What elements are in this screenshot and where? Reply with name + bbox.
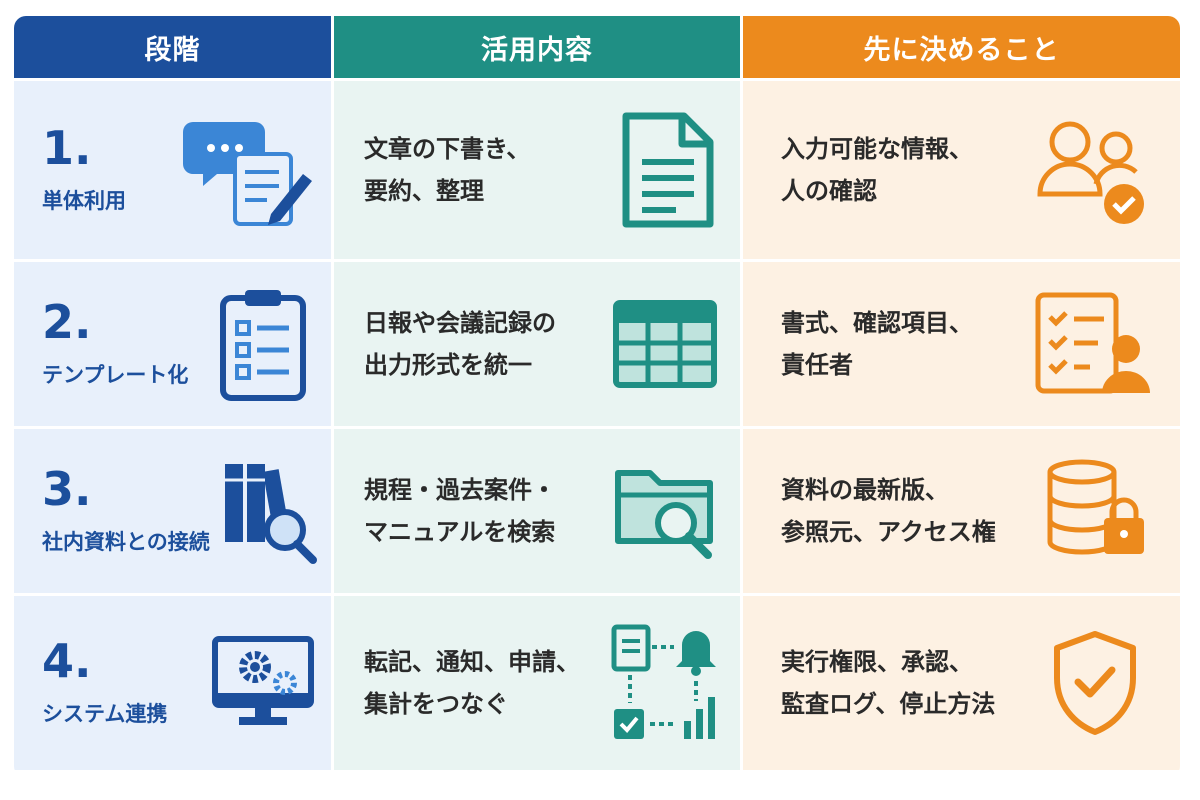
folder-search-icon [612, 459, 718, 563]
header-decide: 先に決めること [743, 16, 1180, 78]
stage-cell-4: 4. システム連携 [14, 596, 331, 770]
decide-line-1: 入力可能な情報、 [781, 135, 973, 163]
database-lock-icon [1042, 456, 1152, 566]
workflow-icon [610, 621, 722, 745]
content-line-2: 出力形式を統一 [364, 351, 532, 379]
stage-number: 3. [42, 462, 92, 516]
decide-line-2: 監査ログ、停止方法 [781, 690, 996, 718]
content-line-1: 転記、通知、申請、 [364, 648, 580, 676]
monitor-gears-icon [211, 635, 315, 731]
decide-cell-3: 資料の最新版、 参照元、アクセス権 [743, 429, 1180, 593]
decide-line-2: 責任者 [781, 351, 853, 379]
content-cell-3: 規程・過去案件・ マニュアルを検索 [334, 429, 740, 593]
checklist-person-icon [1032, 289, 1152, 399]
stage-name: 社内資料との接続 [42, 530, 210, 554]
stage-cell-2: 2. テンプレート化 [14, 262, 331, 426]
header-stage: 段階 [14, 16, 331, 78]
decide-line-1: 資料の最新版、 [781, 476, 949, 504]
clipboard-checklist-icon [213, 284, 313, 404]
decide-line-2: 人の確認 [781, 177, 877, 205]
shield-check-icon [1050, 628, 1140, 738]
document-icon [618, 110, 718, 230]
decide-cell-1: 入力可能な情報、 人の確認 [743, 81, 1180, 259]
stage-number: 1. [42, 121, 92, 175]
stages-table: 段階 活用内容 先に決めること 1. 単体利用 文章の下書き、 要約、整理 [14, 16, 1180, 778]
chat-document-pencil-icon [183, 110, 313, 230]
stage-name: 単体利用 [42, 189, 126, 213]
decide-line-2: 参照元、アクセス権 [781, 518, 996, 546]
stage-number: 2. [42, 295, 92, 349]
stage-cell-3: 3. 社内資料との接続 [14, 429, 331, 593]
decide-line-1: 書式、確認項目、 [781, 309, 973, 337]
table-icon [612, 299, 718, 389]
header-content: 活用内容 [334, 16, 740, 78]
decide-line-1: 実行権限、承認、 [781, 648, 973, 676]
stage-name: システム連携 [42, 702, 168, 726]
content-line-2: マニュアルを検索 [364, 518, 556, 546]
stage-number: 4. [42, 634, 92, 688]
decide-cell-2: 書式、確認項目、 責任者 [743, 262, 1180, 426]
content-line-1: 規程・過去案件・ [364, 476, 556, 504]
content-line-2: 集計をつなぐ [364, 690, 508, 718]
content-cell-2: 日報や会議記録の 出力形式を統一 [334, 262, 740, 426]
decide-cell-4: 実行権限、承認、 監査ログ、停止方法 [743, 596, 1180, 770]
stage-name: テンプレート化 [42, 363, 189, 387]
users-check-icon [1032, 110, 1152, 230]
books-magnifier-icon [219, 456, 319, 566]
content-line-1: 文章の下書き、 [364, 135, 531, 163]
content-cell-4: 転記、通知、申請、 集計をつなぐ [334, 596, 740, 770]
stage-cell-1: 1. 単体利用 [14, 81, 331, 259]
content-line-1: 日報や会議記録の [364, 309, 556, 337]
content-cell-1: 文章の下書き、 要約、整理 [334, 81, 740, 259]
content-line-2: 要約、整理 [364, 177, 484, 205]
